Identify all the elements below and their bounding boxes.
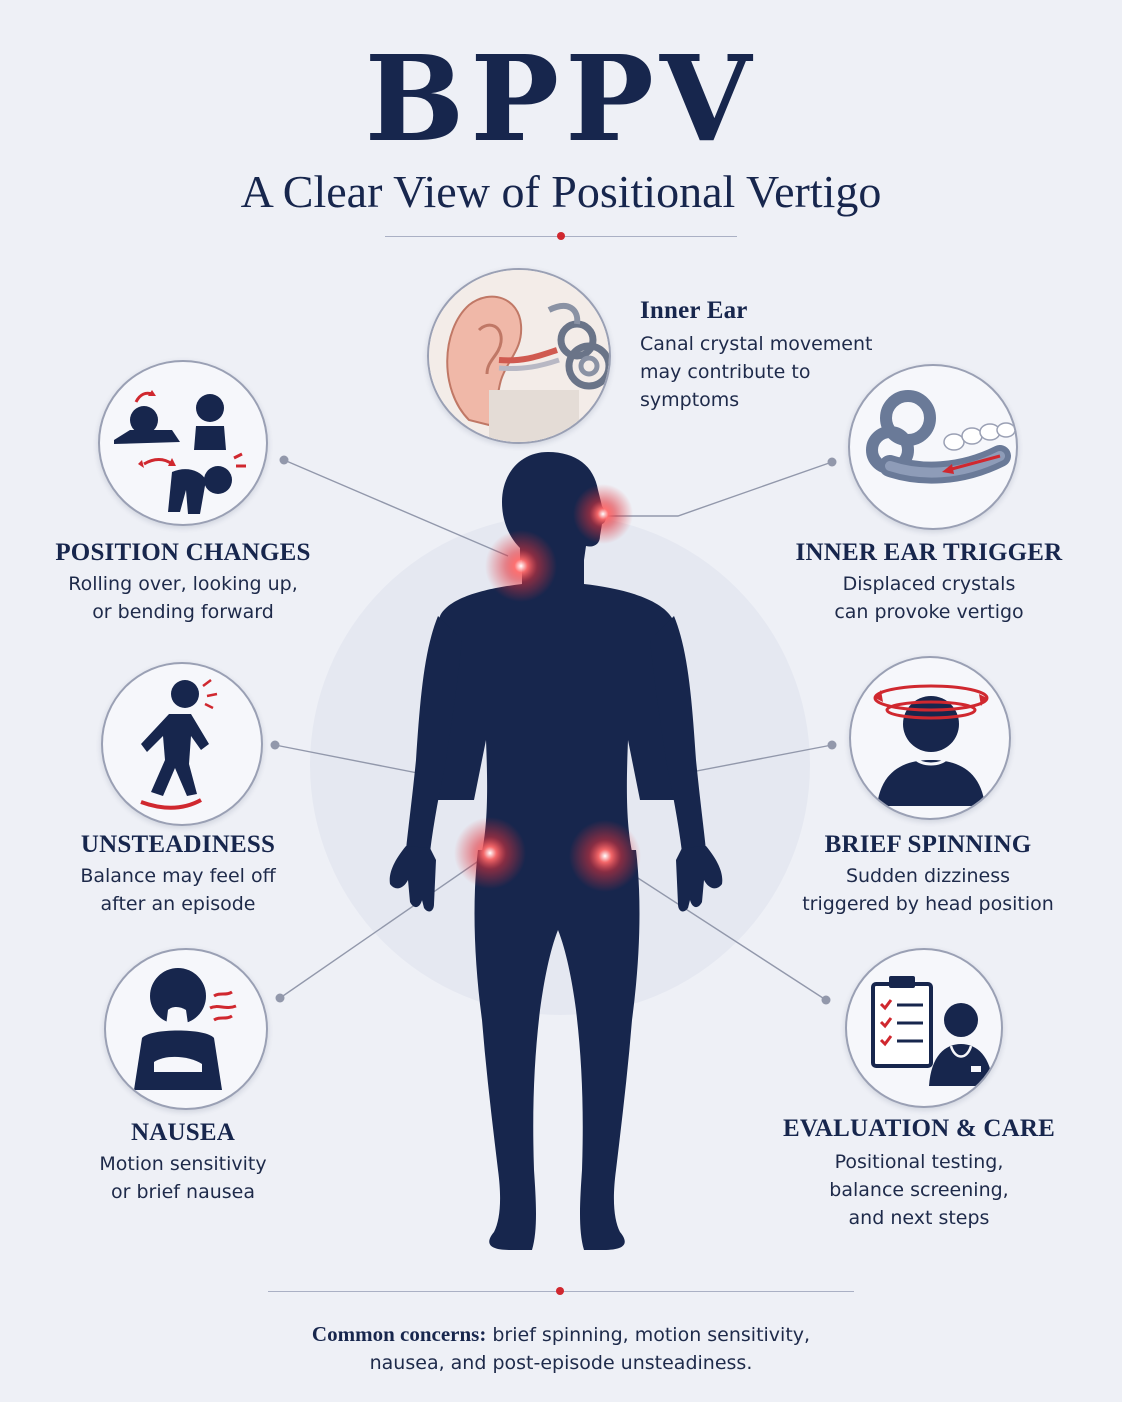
glow-marker-left-hip: [454, 817, 526, 889]
brief-spinning-line-1: Sudden dizziness: [845, 865, 1011, 887]
position-changes-line-2: or bending forward: [92, 601, 274, 623]
connector-dot: [821, 995, 831, 1005]
nauseous-person-icon: [134, 968, 237, 1090]
footer-line-1: Common concerns: brief spinning, motion …: [0, 1320, 1122, 1349]
position-change-people-icon: [114, 390, 246, 514]
footer-line-2: nausea, and post-episode unsteadiness.: [369, 1352, 753, 1374]
inner-ear-icon-circle: [427, 268, 611, 444]
footer-text-1: brief spinning, motion sensitivity,: [486, 1324, 811, 1346]
inner-ear-anatomy-icon: [429, 270, 609, 442]
spinning-head-icon: [873, 684, 989, 806]
nausea-line-1: Motion sensitivity: [99, 1153, 267, 1175]
brief-spinning-line-2: triggered by head position: [802, 893, 1054, 915]
inner-ear-line-3: symptoms: [640, 389, 740, 411]
position-changes-title: POSITION CHANGES: [55, 539, 311, 566]
unsteadiness-icon-circle: [101, 662, 263, 826]
glow-marker-neck: [485, 530, 557, 602]
inner-ear-trigger-line-2: can provoke vertigo: [834, 601, 1024, 623]
evaluation-care-icon-circle: [845, 948, 1003, 1108]
connector-dot: [279, 455, 289, 465]
evaluation-care-line-1: Positional testing,: [834, 1151, 1004, 1173]
footer-label: Common concerns:: [311, 1322, 487, 1346]
inner-ear-trigger-icon-circle: [848, 364, 1018, 530]
glow-marker-ear: [573, 484, 633, 544]
position-changes-icon-circle: [98, 360, 268, 526]
unsteadiness-line-2: after an episode: [100, 893, 256, 915]
inner-ear-line-1: Canal crystal movement: [640, 333, 873, 355]
unsteady-walking-person-icon: [140, 679, 218, 810]
evaluation-care-line-3: and next steps: [848, 1207, 990, 1229]
nausea-line-2: or brief nausea: [110, 1181, 255, 1203]
page-title: BPPV: [364, 29, 758, 168]
inner-ear-trigger-title: INNER EAR TRIGGER: [795, 539, 1063, 566]
brief-spinning-icon-circle: [849, 656, 1011, 820]
position-changes-line-1: Rolling over, looking up,: [68, 573, 298, 595]
unsteadiness-title: UNSTEADINESS: [80, 831, 276, 858]
connector-dot: [270, 740, 280, 750]
glow-marker-right-hip: [569, 820, 641, 892]
human-silhouette: [389, 452, 723, 1250]
top-divider-dot: [557, 232, 565, 240]
inner-ear-line-2: may contribute to: [640, 361, 811, 383]
nausea-icon-circle: [104, 948, 268, 1110]
connector-dot: [827, 740, 837, 750]
unsteadiness-line-1: Balance may feel off: [80, 865, 276, 887]
inner-ear-trigger-line-1: Displaced crystals: [842, 573, 1016, 595]
clipboard-clinician-icon: [871, 976, 993, 1086]
bottom-divider-dot: [556, 1287, 564, 1295]
inner-ear-title: Inner Ear: [640, 297, 748, 324]
connector-dot: [275, 993, 285, 1003]
page-subtitle: A Clear View of Positional Vertigo: [240, 166, 882, 217]
nausea-title: NAUSEA: [131, 1119, 235, 1146]
evaluation-care-title: EVALUATION & CARE: [783, 1115, 1055, 1142]
semicircular-canal-crystals-icon: [866, 390, 1016, 484]
brief-spinning-title: BRIEF SPINNING: [824, 831, 1032, 858]
evaluation-care-line-2: balance screening,: [829, 1179, 1009, 1201]
footer-summary: Common concerns: brief spinning, motion …: [0, 1320, 1122, 1377]
connector-dot: [827, 457, 837, 467]
